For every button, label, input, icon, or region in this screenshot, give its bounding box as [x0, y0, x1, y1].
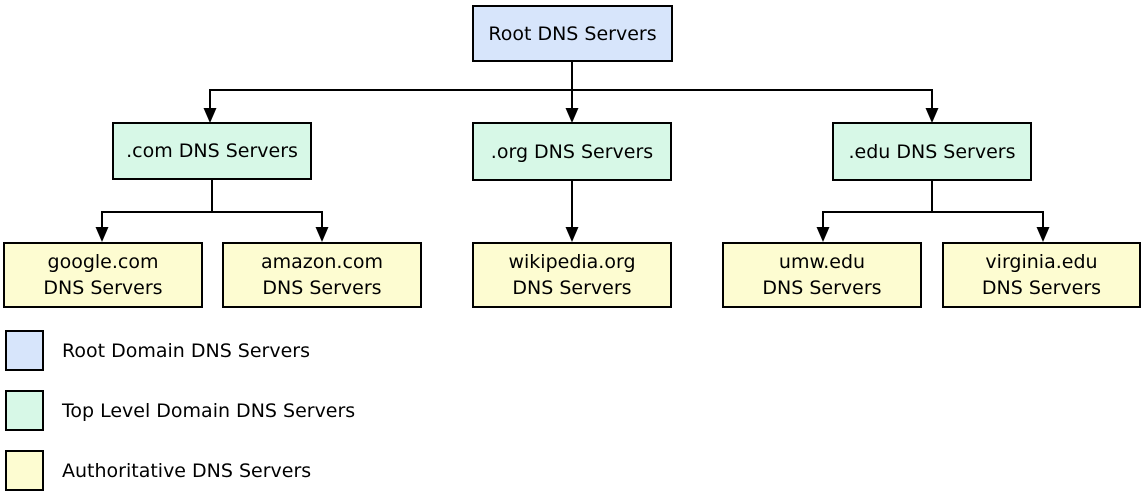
legend-label-top-level-domain: Top Level Domain DNS Servers [62, 399, 356, 422]
node-label: Root DNS Servers [488, 22, 657, 45]
arrowhead-google [95, 227, 109, 242]
node-org-dns-servers: .org DNS Servers [472, 122, 672, 181]
connector-edu-to-children [822, 180, 1044, 230]
legend-label-root-domain: Root Domain DNS Servers [62, 339, 311, 362]
node-label-line1: amazon.com [260, 251, 384, 273]
arrowhead-com [203, 108, 217, 123]
node-label-line1: umw.edu [778, 251, 866, 273]
node-label-line1: google.com [47, 251, 159, 273]
node-root-dns-servers: Root DNS Servers [472, 5, 673, 62]
legend-swatch-root-domain [5, 330, 44, 371]
node-label: virginia.edu DNS Servers [982, 249, 1101, 301]
arrowhead-wikipedia [565, 227, 579, 242]
node-label: umw.edu DNS Servers [762, 249, 881, 301]
arrowhead-umw [816, 227, 830, 242]
node-label-line1: virginia.edu [985, 251, 1098, 273]
node-label: amazon.com DNS Servers [261, 249, 383, 301]
node-virginia-dns-servers: virginia.edu DNS Servers [942, 242, 1141, 308]
node-label-line2: DNS Servers [981, 277, 1102, 299]
legend-swatch-top-level-domain [5, 390, 44, 431]
node-label-line2: DNS Servers [512, 277, 632, 299]
node-label-line2: DNS Servers [43, 277, 163, 299]
node-edu-dns-servers: .edu DNS Servers [832, 122, 1032, 181]
legend-swatch-authoritative [5, 450, 44, 491]
node-label-line2: DNS Servers [762, 277, 882, 299]
arrowhead-org [565, 108, 579, 123]
connector-root-to-tlds [209, 61, 933, 111]
node-label: .edu DNS Servers [848, 140, 1016, 163]
node-label: .com DNS Servers [126, 140, 298, 162]
node-label-line2: DNS Servers [262, 277, 382, 299]
node-label: .org DNS Servers [490, 140, 654, 163]
node-com-dns-servers: .com DNS Servers [112, 122, 312, 180]
arrowhead-amazon [315, 227, 329, 242]
legend-label-authoritative: Authoritative DNS Servers [62, 459, 312, 482]
connector-com-to-children [101, 179, 323, 230]
node-google-dns-servers: google.com DNS Servers [3, 242, 203, 308]
node-label: google.com DNS Servers [43, 249, 162, 301]
arrowhead-virginia [1036, 227, 1050, 242]
node-wikipedia-dns-servers: wikipedia.org DNS Servers [472, 242, 672, 308]
node-label: wikipedia.org DNS Servers [508, 249, 635, 301]
node-amazon-dns-servers: amazon.com DNS Servers [222, 242, 422, 308]
node-umw-dns-servers: umw.edu DNS Servers [722, 242, 922, 308]
arrowhead-edu [925, 108, 939, 123]
node-label-line1: wikipedia.org [508, 251, 636, 273]
